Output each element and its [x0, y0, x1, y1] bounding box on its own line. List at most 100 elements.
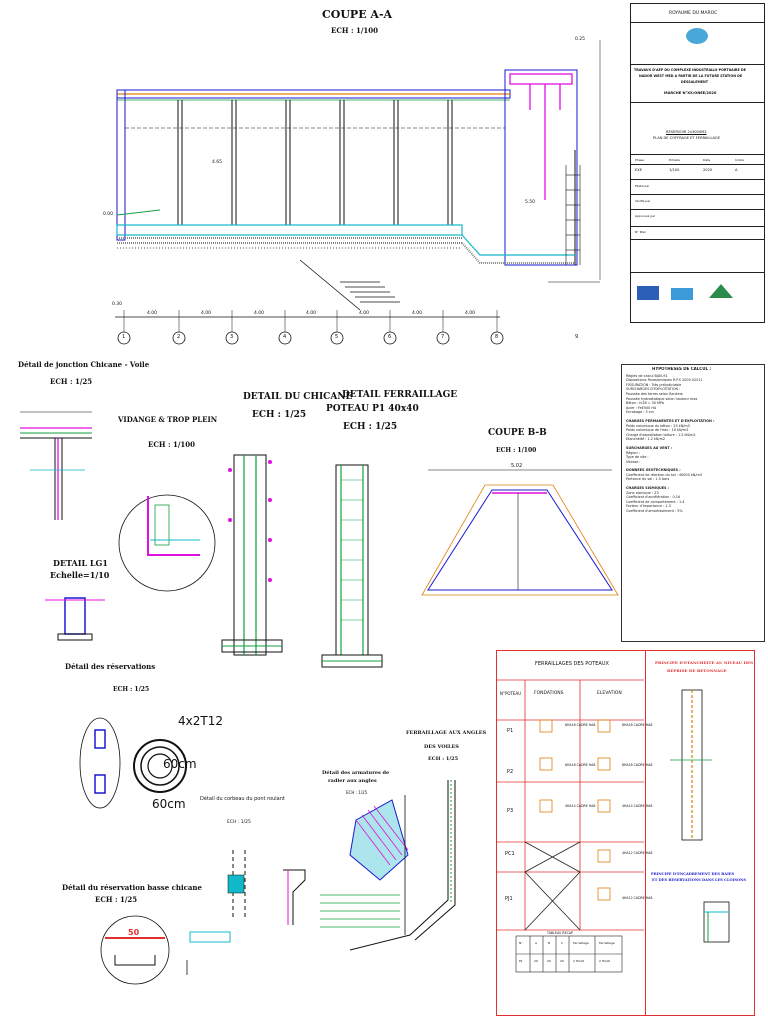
- hypothesis-line: FISSURATION : Très préjudiciable: [626, 382, 682, 387]
- poteau-row-elevation: 8HA16 CADRE HA8: [622, 723, 653, 727]
- coupe-aa-scale: ECH : 1/100: [331, 26, 379, 35]
- span-dim: 4.00: [306, 311, 317, 316]
- hypothesis-line: Poussée hydrostatique selon hauteur max: [626, 396, 698, 401]
- summary-header: B: [548, 941, 551, 945]
- ferraillage-poteaux-table: FERRAILLAGES DES POTEAUX N°POTEAU FONDAT…: [496, 650, 652, 1016]
- coupe-bb-title: COUPE B-B: [488, 428, 547, 438]
- coupe-bb-drawing: [421, 469, 619, 596]
- cartouche-label: N° Plan: [635, 230, 647, 234]
- hypothesis-line: Facteur d'importance : 1.3: [626, 504, 671, 509]
- summary-header: A: [535, 941, 538, 945]
- coupe-bb-dim: 5.02: [511, 463, 523, 469]
- chicane-title: DETAIL DU CHICANE: [243, 392, 353, 402]
- cartouche-value: A: [735, 168, 738, 172]
- reservation-drawing: [79, 717, 187, 809]
- angles-drawing: [349, 780, 456, 951]
- axis-label: 6: [388, 334, 392, 340]
- reservations-bars-label: 4x2T12: [178, 714, 223, 728]
- radier-drawing: [320, 795, 409, 935]
- hypothesis-line: SURCHARGES D'EXPLOITATION :: [626, 387, 681, 392]
- angles-subtitle: DES VOILES: [424, 744, 459, 750]
- reservations-title: Détail des réservations: [65, 662, 156, 671]
- summary-value: 20: [534, 959, 538, 963]
- poteau-drawing: [321, 464, 383, 668]
- summary-header: N°: [519, 941, 523, 945]
- hypothesis-line: Dispositions Parasismiques R.P.S 2000 V2…: [626, 378, 703, 383]
- lg1-title: DETAIL LG1: [53, 558, 108, 568]
- chicane-scale: ECH : 1/25: [252, 410, 307, 420]
- cartouche-label: Phase: [635, 158, 644, 162]
- level-mark: 0.30: [112, 302, 123, 307]
- angles-title: FERRAILLAGE AUX ANGLES: [406, 730, 487, 736]
- hypothesis-line: Coefficient d'amortissement : 5%: [626, 509, 683, 514]
- vidange-scale: ECH : 1/100: [148, 440, 196, 449]
- cartouche-label: Date: [703, 158, 711, 162]
- summary-value: P1: [519, 959, 523, 963]
- lg1-drawing: [45, 597, 105, 641]
- poteau-row-name: P1: [507, 728, 514, 734]
- hypotheses-title: HYPOTHESES DE CALCUL :: [652, 367, 712, 371]
- span-dim: 4.00: [412, 311, 423, 316]
- level-mark: 4.65: [212, 160, 223, 165]
- summary-value: 2 HA16: [573, 959, 584, 963]
- poteau-row-foundation: 8HA16 CADRE HA8: [565, 723, 596, 727]
- summary-title: TABLEAU RECAP: [547, 931, 573, 935]
- hypothesis-line: Région :: [626, 450, 640, 455]
- poteau-row-name: PC1: [505, 851, 515, 857]
- span-dim: 4.00: [359, 311, 370, 316]
- hypothesis-line: Type de site :: [626, 455, 649, 460]
- poteau-row-elevation: 4HA12 CADRE HA8: [622, 851, 653, 855]
- poteau-row-elevation: 8HA16 CADRE HA8: [622, 763, 653, 767]
- hypothesis-line: Zone sismique : Z3: [626, 490, 659, 495]
- cartouche-label: Echelle: [669, 158, 680, 162]
- axis-label: 7: [441, 334, 445, 340]
- hypothesis-line: Coefficient d'accélération : 0.16: [626, 495, 681, 500]
- poteau-row-name: PJ1: [505, 896, 513, 902]
- ferraillage-header: N°POTEAU: [500, 691, 522, 696]
- coupe-aa-title: COUPE A-A: [322, 8, 393, 21]
- summary-header: C: [561, 941, 564, 945]
- hypothesis-line: Coefficient de réaction du sol : 40000 k…: [626, 472, 702, 477]
- axis-label: 3: [230, 334, 234, 340]
- reservations-dia-2: 60cm: [152, 797, 186, 811]
- partner-logo: [671, 288, 693, 300]
- basse-chicane-drawing: [100, 915, 231, 985]
- encadrement-title: PRINCIPE D'ENCADREMENT DES BAIES: [651, 872, 735, 876]
- span-dim: 4.00: [147, 311, 158, 316]
- hypothesis-line: DONNEES GEOTECHNIQUES :: [626, 468, 681, 473]
- hypothesis-line: Vitesse :: [626, 459, 641, 464]
- summary-value: 20: [560, 959, 564, 963]
- partner-logo: [637, 286, 659, 300]
- basse-chicane-dim: 50: [128, 928, 140, 937]
- span-dim: 4.00: [201, 311, 212, 316]
- partner-logo: [709, 284, 733, 298]
- corbeau-title: Détail du corbeau du pont roulant: [200, 796, 285, 802]
- poteau-row-elevation: 4HA12 CADRE HA8: [622, 896, 653, 900]
- corbeau-drawing: [227, 850, 306, 925]
- summary-value: 20: [547, 959, 551, 963]
- project-line-3: DESSALEMENT: [681, 80, 709, 84]
- drawing-title-2: PLAN DE COFFRAGE ET FERRAILLAGE: [653, 136, 720, 140]
- radier-title: Détail des armatures de: [322, 770, 390, 776]
- reprise-drawing: [670, 689, 730, 943]
- hypothesis-line: Etanchéité : 1.2 kN/m2: [626, 437, 666, 442]
- cartouche-value: EXE: [635, 168, 643, 172]
- poteau-row-foundation: 4HA14 CADRE HA8: [565, 804, 596, 808]
- summary-value: 2 HA16: [599, 959, 610, 963]
- summary-grid: [515, 935, 623, 973]
- coupe-bb-scale: ECH : 1/100: [496, 447, 537, 454]
- poteau-row-name: P3: [507, 808, 514, 814]
- summary-header: Ferraillage: [573, 941, 589, 945]
- hypothesis-line: Poussée des terres selon Rankine: [626, 391, 683, 396]
- poteau-row-name: P2: [507, 769, 514, 775]
- lg1-scale: Echelle=1/10: [50, 570, 110, 580]
- hypothesis-line: Règles de calcul BAEL91: [626, 373, 668, 378]
- project-line-1: TRAVAUX D'AEP DU COMPLEXE INDUSTRIALO-PO…: [634, 68, 746, 72]
- cartouche-value: 1/100: [669, 168, 680, 172]
- radier-title-2: radier aux angles: [328, 778, 377, 784]
- chicane-drawing: [221, 454, 283, 656]
- hypothesis-line: CHARGES SISMIQUES :: [626, 486, 669, 491]
- hypothesis-line: SURCHARGES AU VENT :: [626, 445, 673, 450]
- angles-scale: ECH : 1/25: [428, 756, 459, 762]
